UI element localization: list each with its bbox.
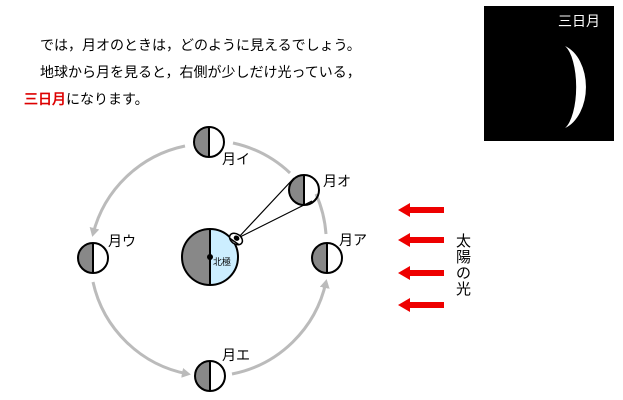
- sun-label-char-3: の: [456, 264, 471, 282]
- orbit-arrows: [89, 141, 330, 378]
- sunlight-arrow-1: [398, 203, 444, 217]
- moon-label-a: 月ア: [339, 233, 367, 249]
- sunlight-arrow-3: [398, 266, 444, 280]
- sun-label-char-2: 陽: [456, 248, 471, 266]
- text-line-3-rest: になります。: [66, 92, 149, 108]
- orbit-arrow-i-to-u: [89, 144, 186, 237]
- orbit-arrow-o-to-i: [232, 141, 292, 175]
- text-line-2: 地球から月を見ると，右側が少しだけ光っている，: [40, 65, 361, 81]
- sight-lines: [237, 177, 313, 239]
- orbit-arrow-u-to-e: [91, 281, 191, 378]
- crescent-moon-inset: 三日月: [484, 6, 614, 141]
- moon-label-o: 月オ: [323, 174, 351, 190]
- sun-label-char-4: 光: [456, 280, 471, 298]
- sunlight-arrow-2: [398, 233, 444, 247]
- inset-label: 三日月: [558, 14, 600, 30]
- moon-e: [194, 360, 226, 392]
- orbit-arrow-e-to-a: [231, 279, 330, 376]
- moon-label-i: 月イ: [222, 152, 250, 168]
- observer-icon: [228, 232, 244, 246]
- sunlight-arrow-4: [398, 298, 444, 312]
- text-line-1: では，月オのときは，どのように見えるでしょう。: [40, 38, 361, 54]
- earth: [181, 228, 239, 286]
- earth-label: 北極: [213, 256, 231, 268]
- moon-label-u: 月ウ: [108, 234, 136, 250]
- text-line-3: 三日月になります。: [24, 87, 464, 114]
- explanation-text: では，月オのときは，どのように見えるでしょう。 地球から月を見ると，右側が少しだ…: [24, 33, 464, 114]
- crescent-moon-icon: [565, 46, 586, 128]
- crescent-term: 三日月: [24, 92, 66, 108]
- orbit-arrow-a-to-o: [314, 193, 328, 235]
- moon-i: [193, 126, 225, 158]
- moon-a: [311, 242, 343, 274]
- moon-label-e: 月エ: [222, 348, 250, 364]
- moon-o: [288, 174, 320, 206]
- sunlight-arrows: [398, 203, 444, 312]
- moon-u: [77, 242, 109, 274]
- sun-label-char-1: 太: [456, 232, 471, 250]
